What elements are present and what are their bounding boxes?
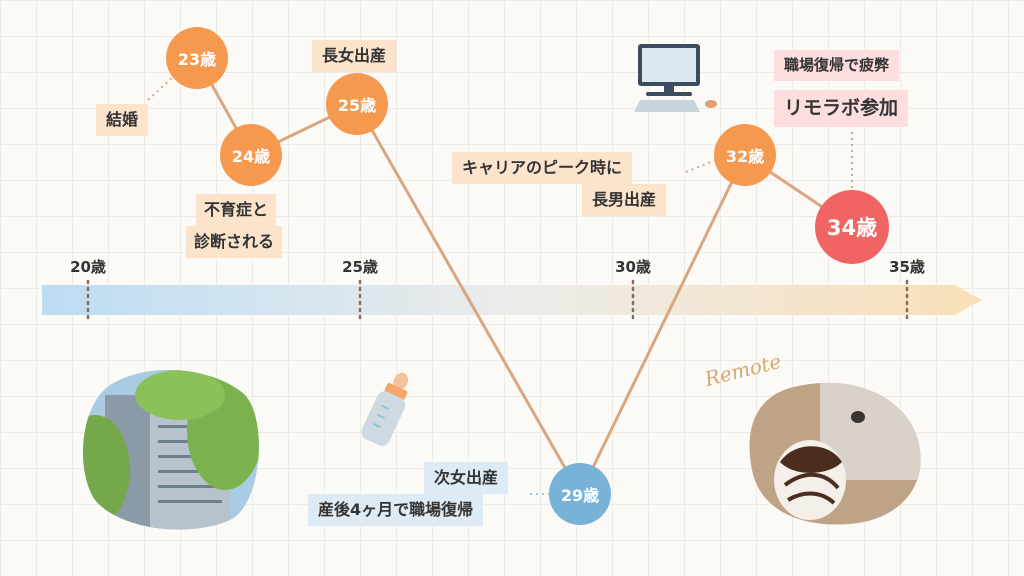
timeline-arrow — [42, 285, 982, 315]
label-remolabo: リモラボ参加 — [774, 90, 909, 127]
label-marriage: 結婚 — [96, 104, 149, 136]
office-building-photo — [83, 369, 259, 530]
node-age-23: 23歳 — [166, 27, 228, 89]
tick-label-25: 25歳 — [342, 258, 378, 276]
node-age-25: 25歳 — [326, 73, 388, 135]
label-infertility-1: 不育症と — [196, 194, 277, 226]
leader-marriage — [147, 75, 175, 101]
label-second-daughter-1: 次女出産 — [424, 462, 509, 494]
node-age-29: 29歳 — [549, 463, 611, 525]
label-first-daughter: 長女出産 — [312, 40, 397, 72]
baby-bottle-icon — [361, 372, 409, 446]
node-age-34: 34歳 — [815, 190, 889, 264]
leader-32 — [685, 159, 717, 173]
label-son-1: キャリアのピーク時に — [452, 152, 633, 184]
tick-label-30: 30歳 — [615, 258, 651, 276]
tick-label-35: 35歳 — [889, 258, 925, 276]
label-return-fatigue: 職場復帰で疲弊 — [774, 50, 900, 81]
tick-label-20: 20歳 — [70, 258, 106, 276]
computer-icon — [634, 44, 717, 112]
coffee-drink-photo — [749, 382, 921, 525]
node-age-32: 32歳 — [714, 124, 776, 186]
label-second-daughter-2: 産後4ヶ月で職場復帰 — [308, 494, 484, 526]
node-age-24: 24歳 — [220, 124, 282, 186]
label-infertility-2: 診断される — [186, 226, 283, 258]
label-son-2: 長男出産 — [582, 184, 667, 216]
